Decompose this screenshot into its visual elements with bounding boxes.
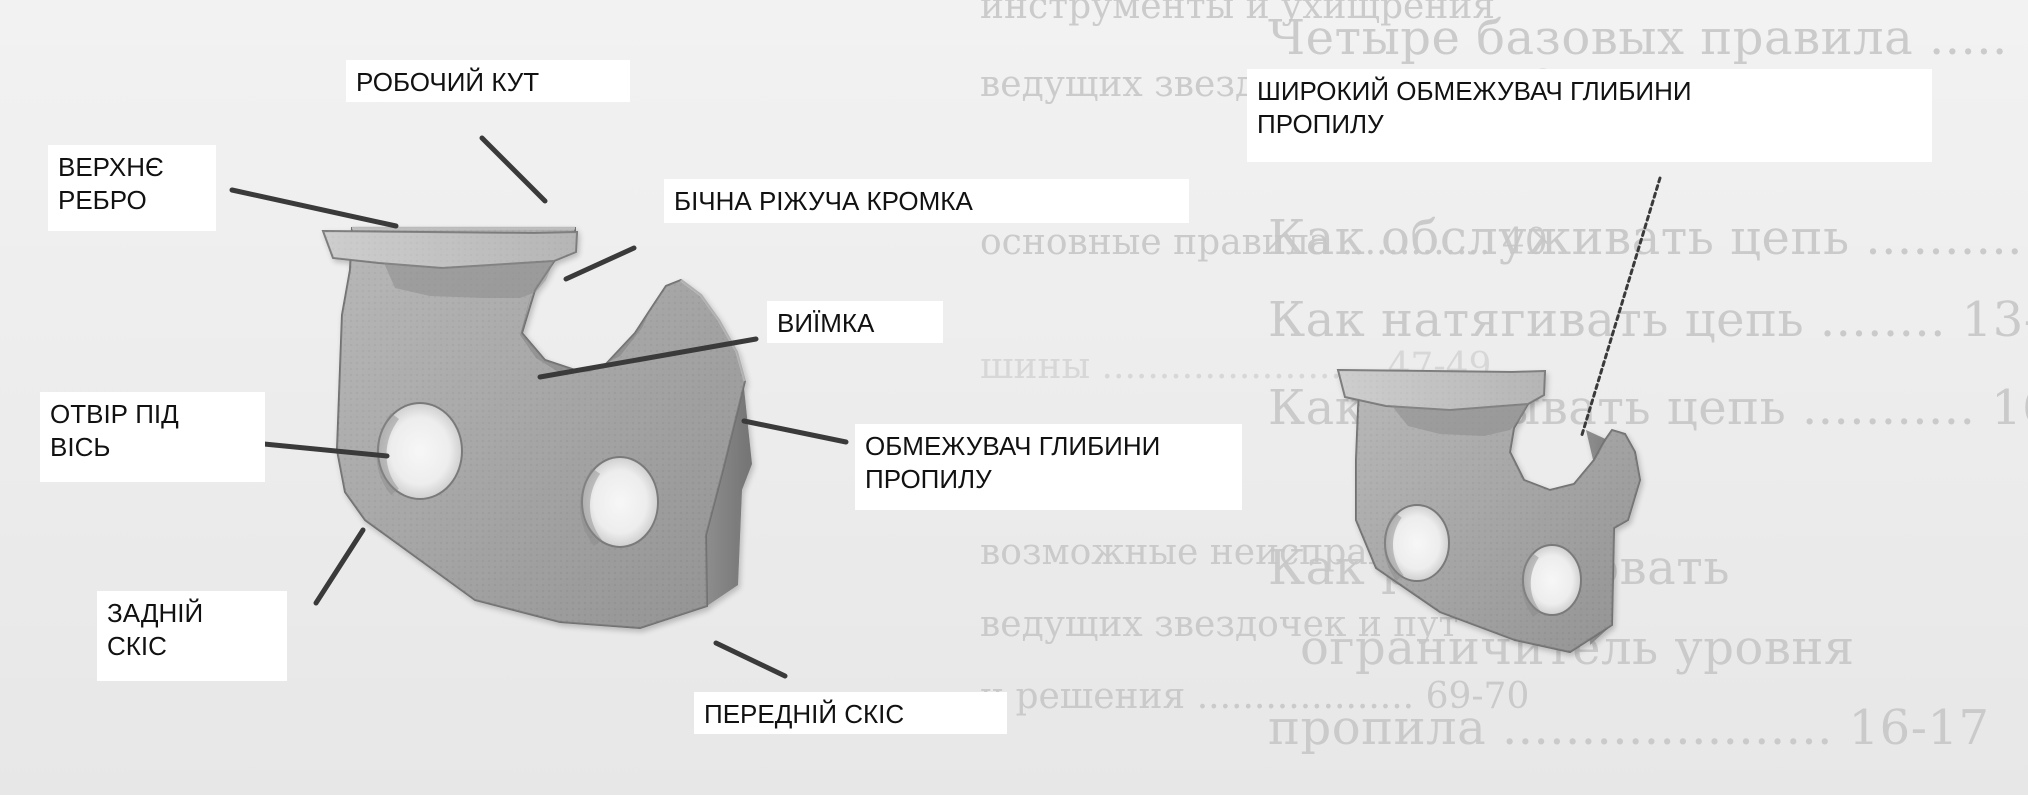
leader-notch [537,336,759,380]
leader-side-cutting-edge [563,245,637,282]
leader-working-angle [479,135,548,204]
label-front-bevel: ПЕРЕДНІЙ СКІС [694,692,1007,734]
label-working-angle: РОБОЧИЙ КУТ [346,60,630,102]
cutter-small [1336,368,1642,654]
label-rear-bevel: ЗАДНІЙ СКІС [97,591,287,681]
bg-text-col2-line1: инструменты и ухищрения [980,0,1496,27]
bg-text-col2-line7: и решения ................... 69-70 [980,676,1530,717]
bg-text-col2-line6: ведущих звездочек и пут [980,604,1459,645]
bg-text-line7: пропила ..................... 16-17 [1268,700,1990,756]
leader-top-edge [229,187,399,229]
bg-text-line1: Четыре базовых правила ..... 10-11 [1268,10,2028,66]
leader-front-bevel [713,640,788,679]
leader-depth-gauge [741,418,849,445]
bg-text-line3: Как натягивать цепь ........ 13-15 [1268,292,2028,348]
bg-text-col2-line3: основные правила ............. 40 [980,222,1548,263]
label-axle-hole: ОТВІР ПІД ВІСЬ [40,392,265,482]
leader-lines [229,135,1662,679]
label-wide-depth-gauge: ШИРОКИЙ ОБМЕЖУВАЧ ГЛИБИНИ ПРОПИЛУ [1247,69,1932,162]
label-depth-gauge: ОБМЕЖУВАЧ ГЛИБИНИ ПРОПИЛУ [855,424,1242,510]
leader-rear-bevel [313,527,366,606]
leader-wide-depth-gauge [1579,176,1662,440]
cutter-large [321,226,752,630]
label-side-cutting-edge: БІЧНА РІЖУЧА КРОМКА [664,179,1189,223]
label-notch: ВИЇМКА [767,301,943,343]
leader-axle-hole [261,441,390,459]
label-top-edge: ВЕРХНЄ РЕБРО [48,145,216,231]
